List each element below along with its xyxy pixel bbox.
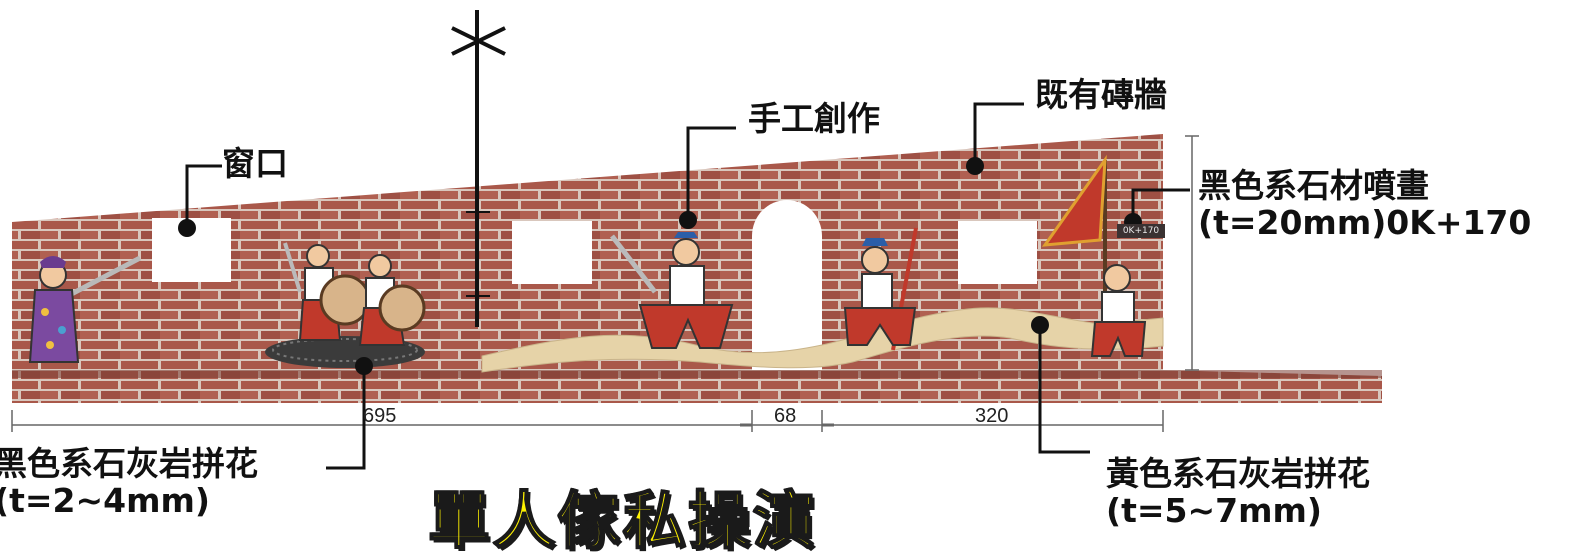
label-black-limestone: 黑色系石灰岩拼花 (t=2~4mm) bbox=[0, 444, 258, 520]
label-window: 窗口 bbox=[222, 144, 288, 183]
label-black-mosaic-line2: (t=20mm)0K+170 bbox=[1198, 202, 1532, 242]
label-existing-wall: 既有磚牆 bbox=[1035, 75, 1167, 114]
window-opening-3 bbox=[958, 221, 1037, 284]
dimension-695: 695 bbox=[363, 405, 397, 427]
label-black-mosaic-line1: 黑色系石材噴畫 bbox=[1198, 166, 1429, 205]
label-yellow-limestone-line1: 黃色系石灰岩拼花 bbox=[1106, 454, 1370, 493]
shield-warrior-pair bbox=[283, 242, 426, 346]
black-stone-mosaic-texture bbox=[272, 338, 418, 362]
window-opening-2 bbox=[512, 221, 592, 284]
leader-lines bbox=[185, 102, 1190, 470]
flag-bearer bbox=[1041, 154, 1147, 357]
utility-pole bbox=[451, 10, 506, 327]
arched-doorway bbox=[752, 200, 822, 370]
label-yellow-limestone: 黃色系石灰岩拼花 (t=5~7mm) bbox=[1106, 454, 1370, 530]
label-yellow-limestone-line2: (t=5~7mm) bbox=[1106, 490, 1322, 530]
spear-performer bbox=[843, 227, 918, 351]
page-title: 單人傢私操演 bbox=[427, 483, 819, 558]
dimension-320: 320 bbox=[975, 405, 1009, 427]
wall-base-band bbox=[12, 370, 1382, 378]
label-black-limestone-line1: 黑色系石灰岩拼花 bbox=[0, 444, 258, 483]
dimension-line bbox=[11, 410, 1164, 432]
dimension-68: 68 bbox=[774, 405, 797, 427]
sword-performer bbox=[610, 232, 734, 349]
label-black-limestone-line2: (t=2~4mm) bbox=[0, 480, 210, 520]
yellow-stone-path bbox=[481, 307, 1164, 373]
milestone-plate: 0K+170 bbox=[1117, 224, 1165, 238]
label-black-mosaic: 黑色系石材噴畫 (t=20mm)0K+170 bbox=[1198, 166, 1532, 242]
purple-robed-swordsman bbox=[28, 255, 142, 363]
label-handmade: 手工創作 bbox=[748, 99, 880, 138]
